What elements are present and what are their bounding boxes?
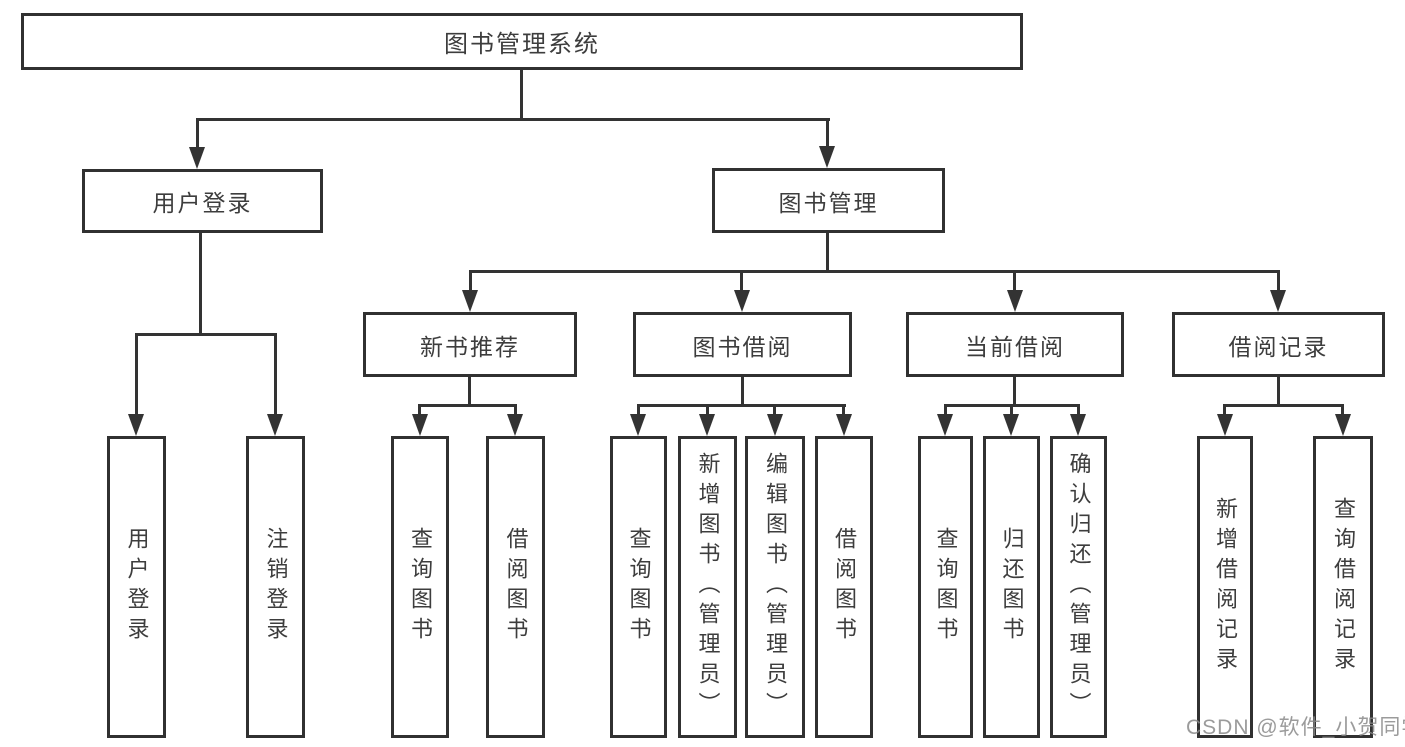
node-label: 编辑图书（管理员） xyxy=(763,452,788,722)
leaf-borrow-books: 借阅图书 xyxy=(815,436,873,738)
node-label: 新增图书（管理员） xyxy=(695,452,721,722)
connector-line xyxy=(135,333,138,415)
arrowhead-down xyxy=(462,290,478,312)
node-label: 当前借阅 xyxy=(965,333,1065,360)
connector-line xyxy=(1223,404,1226,416)
node-book-borrowing: 图书借阅 xyxy=(633,312,852,377)
arrowhead-down xyxy=(734,290,750,312)
node-label: 新书推荐 xyxy=(420,333,520,360)
node-library-management-system: 图书管理系统 xyxy=(21,13,1023,70)
leaf-query-books-borrowing: 查询图书 xyxy=(610,436,667,738)
connector-line xyxy=(637,404,640,416)
connector-line xyxy=(196,118,830,121)
node-label: 借阅图书 xyxy=(832,527,857,647)
arrowhead-down xyxy=(767,414,783,436)
leaf-borrow-books-recommend: 借阅图书 xyxy=(486,436,545,738)
arrowhead-down xyxy=(819,146,835,168)
node-label: 用户登录 xyxy=(152,190,253,216)
connector-line xyxy=(418,404,517,407)
node-label: 查询图书 xyxy=(626,527,652,647)
connector-line xyxy=(274,333,277,415)
node-new-book-recommendation: 新书推荐 xyxy=(363,312,577,377)
connector-line xyxy=(135,333,276,336)
node-book-management: 图书管理 xyxy=(712,168,945,233)
leaf-query-books-recommend: 查询图书 xyxy=(391,436,449,738)
connector-line xyxy=(1277,377,1280,407)
node-label: 图书管理 xyxy=(778,189,879,216)
arrowhead-down xyxy=(507,414,523,436)
node-label: 查询借阅记录 xyxy=(1331,497,1356,677)
connector-line xyxy=(1013,377,1016,407)
arrowhead-down xyxy=(937,414,953,436)
connector-line xyxy=(418,404,421,416)
arrowhead-down xyxy=(1070,414,1086,436)
connector-line xyxy=(196,118,199,148)
node-user-login: 用户登录 xyxy=(82,169,323,233)
connector-line xyxy=(1010,404,1013,416)
leaf-query-books-current: 查询图书 xyxy=(918,436,973,738)
node-label: 图书借阅 xyxy=(692,333,793,360)
arrowhead-down xyxy=(630,414,646,436)
connector-line xyxy=(944,404,947,416)
arrowhead-down xyxy=(699,414,715,436)
node-label: 借阅图书 xyxy=(503,527,529,647)
connector-line xyxy=(199,233,202,335)
arrowhead-down xyxy=(1335,414,1351,436)
node-current-borrowing: 当前借阅 xyxy=(906,312,1124,377)
leaf-add-books-admin: 新增图书（管理员） xyxy=(678,436,737,738)
connector-line xyxy=(469,270,472,292)
node-label: 注销登录 xyxy=(263,527,289,647)
node-label: 图书管理系统 xyxy=(444,31,600,58)
arrowhead-down xyxy=(412,414,428,436)
leaf-return-books: 归还图书 xyxy=(983,436,1040,738)
arrowhead-down xyxy=(1270,290,1286,312)
node-label: 归还图书 xyxy=(999,527,1025,647)
leaf-add-borrow-record: 新增借阅记录 xyxy=(1197,436,1253,738)
connector-line xyxy=(773,404,776,416)
leaf-user-login: 用户登录 xyxy=(107,436,166,738)
arrowhead-down xyxy=(128,414,144,436)
connector-line xyxy=(637,404,846,407)
node-label: 新增借阅记录 xyxy=(1213,497,1238,677)
connector-line xyxy=(1013,270,1016,292)
connector-line xyxy=(740,270,743,292)
node-label: 查询图书 xyxy=(933,527,959,647)
connector-line xyxy=(741,377,744,407)
node-label: 查询图书 xyxy=(408,527,433,647)
connector-line xyxy=(469,270,1280,273)
arrowhead-down xyxy=(836,414,852,436)
node-label: 用户登录 xyxy=(124,527,150,647)
arrowhead-down xyxy=(1007,290,1023,312)
arrowhead-down xyxy=(267,414,283,436)
connector-line xyxy=(1341,404,1344,416)
arrowhead-down xyxy=(1217,414,1233,436)
arrowhead-down xyxy=(1003,414,1019,436)
connector-line xyxy=(468,377,471,407)
connector-line xyxy=(1223,404,1344,407)
connector-line xyxy=(520,70,523,120)
node-label: 借阅记录 xyxy=(1228,333,1329,360)
connector-line xyxy=(1277,270,1280,292)
leaf-query-borrow-record: 查询借阅记录 xyxy=(1313,436,1373,738)
connector-line xyxy=(706,404,709,416)
node-borrowing-records: 借阅记录 xyxy=(1172,312,1385,377)
connector-line xyxy=(826,233,829,273)
leaf-confirm-return-admin: 确认归还（管理员） xyxy=(1050,436,1107,738)
node-label: 确认归还（管理员） xyxy=(1066,452,1092,722)
arrowhead-down xyxy=(189,147,205,169)
csdn-watermark: CSDN @软件_小贺同学 xyxy=(1186,716,1405,739)
leaf-edit-books-admin: 编辑图书（管理员） xyxy=(745,436,805,738)
connector-line xyxy=(514,404,517,416)
connector-line xyxy=(842,404,845,416)
connector-line xyxy=(826,118,829,147)
leaf-logout: 注销登录 xyxy=(246,436,305,738)
connector-line xyxy=(1077,404,1080,416)
